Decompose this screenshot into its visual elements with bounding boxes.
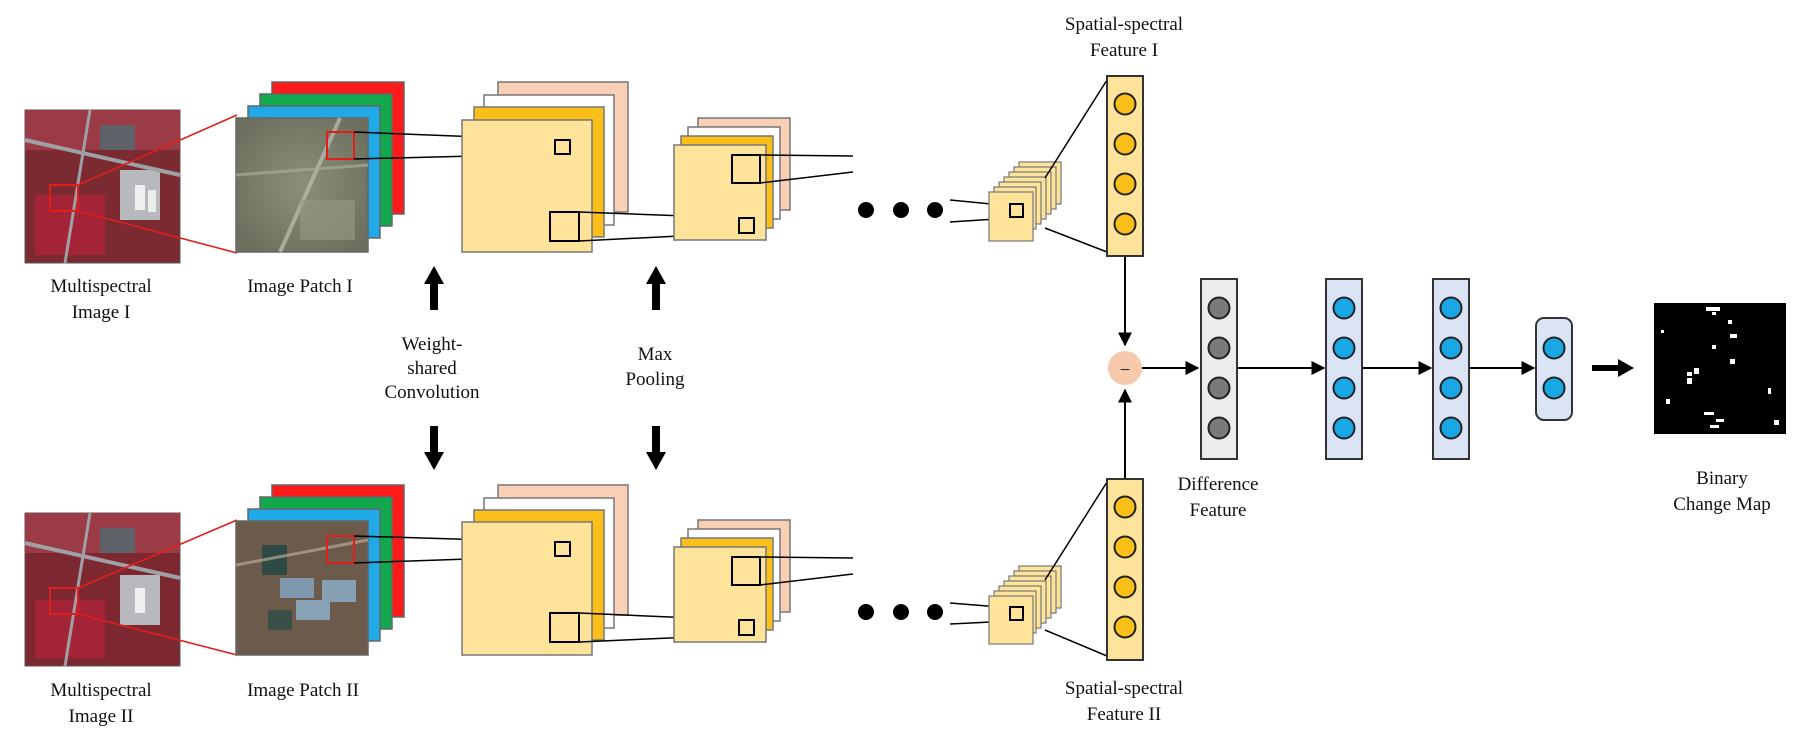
neuron — [1439, 416, 1463, 440]
neuron — [1207, 416, 1231, 440]
label-image-patch-1: Image Patch I — [247, 276, 353, 297]
neuron — [1113, 535, 1137, 559]
label-multispectral-image-2: Multispectral Image II — [50, 680, 151, 727]
neuron — [1439, 376, 1463, 400]
ellipsis-dots-2 — [858, 604, 943, 620]
label-max-pooling: Max Pooling — [625, 344, 685, 390]
svg-text:Multispectral: Multispectral — [50, 276, 151, 297]
svg-text:Weight-: Weight- — [402, 334, 463, 355]
output-layer — [1535, 317, 1573, 421]
neuron — [1332, 416, 1356, 440]
difference-feature-layer — [1200, 278, 1238, 460]
svg-text:Multispectral: Multispectral — [50, 680, 151, 701]
pool-out-line-1b — [759, 171, 854, 184]
image-patch-1-stack — [235, 81, 405, 253]
svg-text:Feature I: Feature I — [1090, 40, 1158, 61]
neuron — [1113, 615, 1137, 639]
svg-text:Feature II: Feature II — [1087, 704, 1161, 725]
conv-feature-maps-2 — [461, 484, 629, 656]
zoom-line-bottom-1 — [77, 210, 238, 254]
svg-text:shared: shared — [407, 358, 457, 379]
neuron — [1207, 376, 1231, 400]
neuron — [1113, 495, 1137, 519]
down-arrow-conv — [424, 426, 444, 470]
svg-text:Change Map: Change Map — [1673, 494, 1771, 515]
neuron — [1207, 296, 1231, 320]
multispectral-image-1 — [24, 109, 181, 264]
neuron — [1439, 336, 1463, 360]
neuron — [1207, 336, 1231, 360]
label-weight-shared-convolution: Weight- shared Convolution — [384, 334, 480, 403]
arrow-to-change-map — [1592, 359, 1634, 377]
neuron — [1332, 296, 1356, 320]
pooled-feature-maps-1 — [673, 117, 791, 241]
label-spatial-spectral-feature-1: Spatial-spectral Feature I — [1065, 14, 1183, 61]
neuron — [1332, 376, 1356, 400]
multispectral-image-2 — [24, 512, 181, 667]
dense-layer-1 — [1325, 278, 1363, 460]
label-spatial-spectral-feature-2: Spatial-spectral Feature II — [1065, 678, 1183, 725]
neuron — [1113, 132, 1137, 156]
neuron — [1113, 172, 1137, 196]
zoom-line-top-1 — [77, 114, 238, 186]
down-arrow-pool — [646, 426, 666, 470]
up-arrow-pool — [646, 266, 666, 310]
svg-text:Difference: Difference — [1178, 474, 1259, 495]
svg-text:Pooling: Pooling — [625, 369, 685, 390]
neuron — [1542, 376, 1566, 400]
up-arrow-conv — [424, 266, 444, 310]
ellipsis-dots-1 — [858, 202, 943, 218]
label-binary-change-map: Binary Change Map — [1673, 468, 1771, 515]
dense-layer-2 — [1432, 278, 1470, 460]
feature-vector-1 — [1106, 75, 1144, 257]
label-multispectral-image-1: Multispectral Image I — [50, 276, 151, 323]
neuron — [1439, 296, 1463, 320]
conv-feature-maps-1 — [461, 81, 629, 253]
neuron — [1113, 92, 1137, 116]
label-difference-feature: Difference Feature — [1178, 474, 1259, 521]
svg-text:Image I: Image I — [72, 302, 131, 323]
feature-vector-2 — [1106, 478, 1144, 661]
subtract-node: − — [1108, 351, 1142, 385]
svg-text:Spatial-spectral: Spatial-spectral — [1065, 678, 1183, 699]
binary-change-map — [1654, 303, 1786, 434]
svg-text:Spatial-spectral: Spatial-spectral — [1065, 14, 1183, 35]
minus-symbol: − — [1120, 360, 1131, 381]
image-patch-2-stack — [235, 484, 405, 656]
pooled-feature-maps-2 — [673, 519, 791, 643]
svg-text:Max: Max — [638, 344, 673, 365]
svg-text:Binary: Binary — [1696, 468, 1748, 489]
final-feature-maps-2 — [988, 565, 1062, 645]
neuron — [1332, 336, 1356, 360]
svg-text:Feature: Feature — [1190, 500, 1247, 521]
neuron — [1542, 336, 1566, 360]
label-image-patch-2: Image Patch II — [247, 680, 359, 701]
final-feature-maps-1 — [988, 161, 1062, 242]
svg-text:Convolution: Convolution — [384, 382, 480, 403]
neuron — [1113, 575, 1137, 599]
svg-text:Image II: Image II — [69, 706, 134, 727]
neuron — [1113, 212, 1137, 236]
pool-out-line-1a — [759, 154, 854, 157]
